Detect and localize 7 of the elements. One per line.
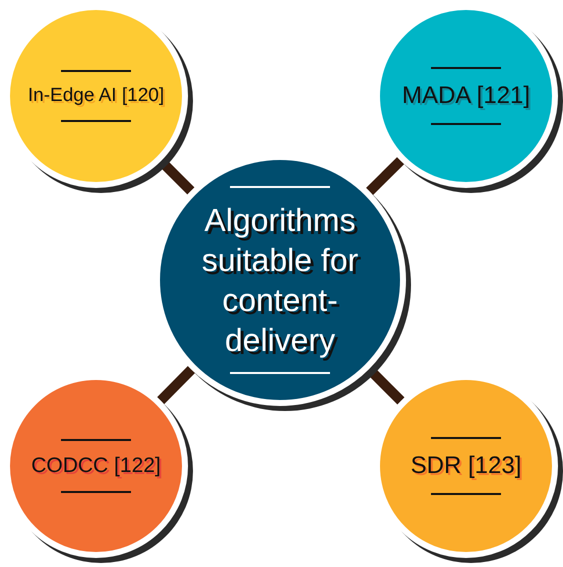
connector-bar (157, 366, 195, 404)
node-label: In-Edge AI [120] (26, 84, 166, 108)
node-label: SDR [123] (410, 451, 522, 481)
node-label: MADA [121] (400, 81, 532, 111)
connector-bar (366, 157, 404, 195)
node-label: Algorithms suitable for content-delivery (200, 201, 360, 360)
node-label: CODCC [122] (30, 452, 162, 479)
